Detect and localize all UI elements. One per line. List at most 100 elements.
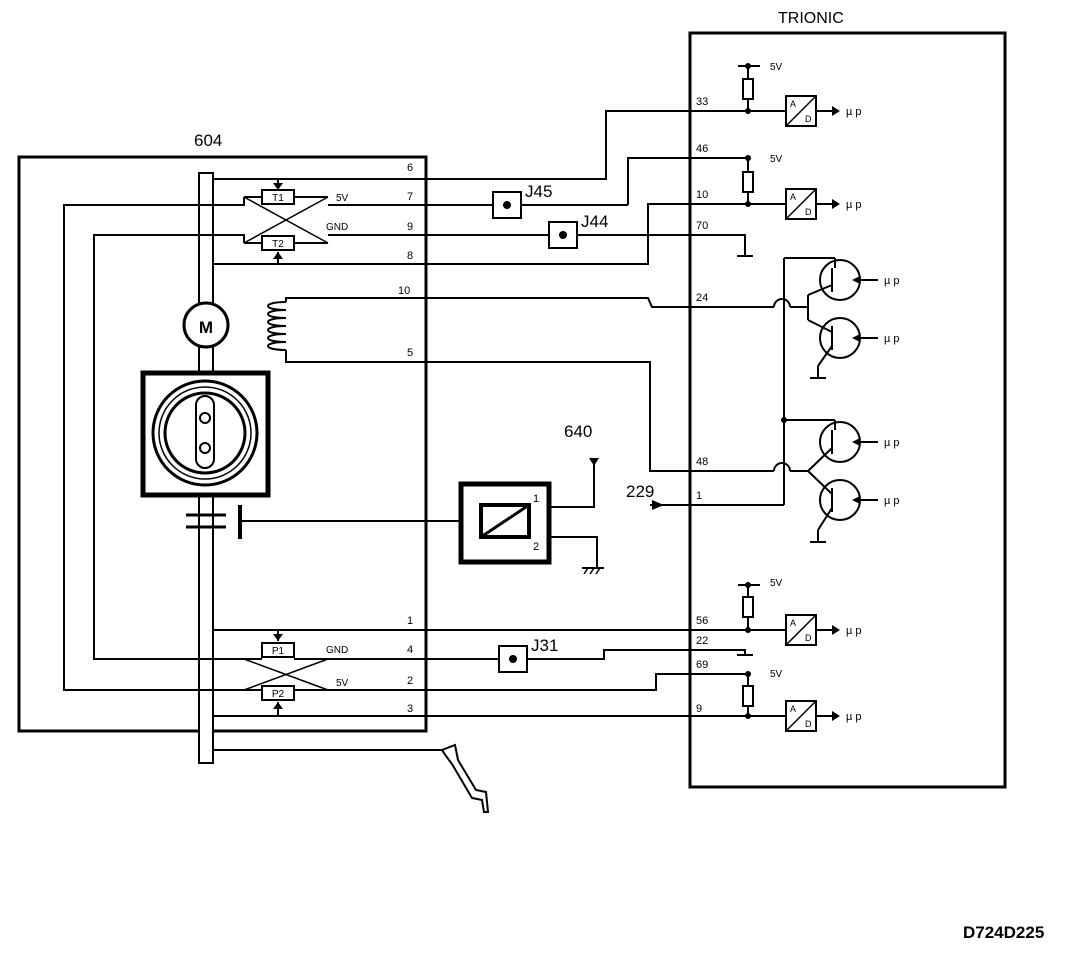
coil-wire-5 [285, 350, 410, 363]
loop-gnd-inner [93, 234, 245, 660]
wiper-t1-wire [213, 178, 279, 188]
ad-channel-9: A D 5V µ p [690, 669, 862, 732]
wiper-p1-wire [213, 629, 279, 641]
wiper-t2-arrow [273, 252, 283, 259]
ecu-pin-24: 24 [696, 292, 708, 304]
trionic-ecu: TRIONIC 33 46 10 70 24 48 1 56 22 69 9 A… [688, 10, 1007, 789]
ecu-pin-10: 10 [696, 189, 708, 201]
relay-coil-diagonal [480, 503, 530, 539]
ad-d-label: D [805, 114, 812, 124]
mu-p-label: µ p [884, 495, 900, 507]
throttle-plate-hole-top [199, 412, 211, 424]
ecu-pin-33: 33 [696, 96, 708, 108]
wire-6-33 [426, 110, 690, 180]
relay-housing [458, 481, 552, 565]
module-pin-1: 1 [407, 615, 413, 627]
ad-a-label: A [790, 618, 796, 628]
mu-p-label: µ p [884, 275, 900, 287]
throttle-plate-hole-bottom [199, 442, 211, 454]
ecu-ground-70 [690, 234, 746, 256]
relay-pin-1: 1 [533, 493, 539, 505]
sensor-p1-label: P1 [272, 646, 285, 657]
p-gnd-label: GND [326, 645, 348, 656]
throttle-bore-ring [163, 391, 247, 475]
connector-j31-label: J31 [531, 636, 558, 655]
wiper-p2-arrow [273, 702, 283, 709]
ecu-ground-22 [690, 649, 746, 655]
connector-j44-label: J44 [581, 212, 608, 231]
ecu-pin-48: 48 [696, 456, 708, 468]
throttle-bore-inner [158, 386, 252, 480]
mu-p-label: µ p [846, 711, 862, 723]
sensor-t1-label: T1 [272, 193, 284, 204]
throttle-plate [195, 395, 215, 469]
relay-pin-2: 2 [533, 541, 539, 553]
sensor-p1 [261, 642, 295, 658]
wire-10-24 [426, 297, 690, 308]
ecu-pin-1: 1 [696, 490, 702, 502]
ad-5v-label: 5V [770, 62, 783, 73]
ad-a-label: A [790, 99, 796, 109]
throttle-bore-outer [151, 379, 259, 487]
relay-ground-wire [549, 536, 598, 568]
module-604: 604 M T1 T2 [17, 131, 476, 764]
motor-label: M [199, 318, 213, 337]
input-229-label: 229 [626, 482, 654, 501]
wiper-t1-arrow [273, 183, 283, 190]
relay-640-label: 640 [564, 422, 592, 441]
ecu-pin-69: 69 [696, 659, 708, 671]
ad-5v-label: 5V [770, 578, 783, 589]
connector-j31-dot [509, 655, 517, 663]
ad-channel-56: A D 5V µ p [690, 578, 862, 646]
module-pin-4: 4 [407, 644, 413, 656]
ad-channel-10: A D 5V µ p [690, 154, 862, 220]
relay-640-arrow [589, 458, 599, 466]
t-gnd-label: GND [326, 222, 348, 233]
wire-2-69 [426, 673, 690, 691]
p-cross-b [243, 658, 329, 691]
ecu-pin-9: 9 [696, 703, 702, 715]
t-5v-label: 5V [336, 193, 349, 204]
wiper-p2-wire [213, 702, 279, 717]
module-pin-8: 8 [407, 250, 413, 262]
sensor-t2-label: T2 [272, 239, 284, 250]
sensor-p2-label: P2 [272, 689, 285, 700]
relay-coil [479, 503, 531, 539]
p-5v-label: 5V [336, 678, 349, 689]
accelerator-pedal-icon [440, 743, 490, 813]
external-wiring: 229 J45 J44 J31 [426, 110, 690, 717]
ad-d-label: D [805, 719, 812, 729]
module-pin-2: 2 [407, 675, 413, 687]
ad-a-label: A [790, 704, 796, 714]
ecu-pin-46: 46 [696, 143, 708, 155]
wire-5-48 [426, 361, 690, 472]
t-cross-b [243, 196, 329, 244]
ground-hatch-2 [589, 567, 595, 575]
module-pin-3: 3 [407, 703, 413, 715]
ad-d-label: D [805, 207, 812, 217]
mu-p-label: µ p [884, 333, 900, 345]
trionic-ecu-label: TRIONIC [778, 10, 844, 27]
module-pin-7: 7 [407, 191, 413, 203]
ecu-pin-22: 22 [696, 635, 708, 647]
loop-5v-outer [63, 197, 245, 691]
wire-j45-46b [627, 157, 690, 205]
ad-a-label: A [790, 192, 796, 202]
sensor-p2 [261, 685, 295, 701]
drawing-id: D724D225 [963, 923, 1044, 942]
relay-640: 1 2 640 [458, 422, 604, 575]
mu-p-label: µ p [884, 437, 900, 449]
input-229-arrow [652, 500, 664, 510]
motor-icon [182, 301, 230, 349]
wire-8-10 [426, 203, 690, 265]
module-pin-9: 9 [407, 221, 413, 233]
mu-p-label: µ p [846, 199, 862, 211]
ground-hatch-1 [583, 567, 589, 575]
ecu-pin-56: 56 [696, 615, 708, 627]
h-bridge-lower: µ p µ p [690, 417, 900, 543]
mu-p-label: µ p [846, 106, 862, 118]
mu-p-label: µ p [846, 625, 862, 637]
trionic-ecu-border [688, 31, 1007, 789]
relay-wire-640 [549, 458, 595, 508]
